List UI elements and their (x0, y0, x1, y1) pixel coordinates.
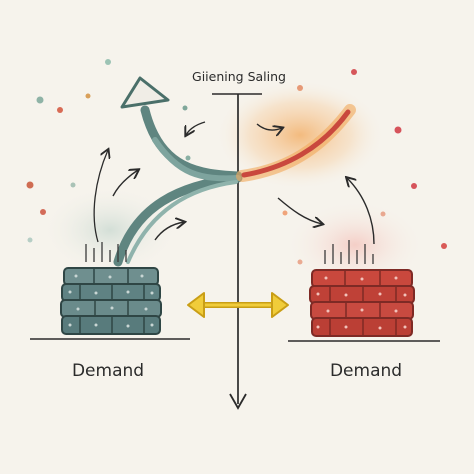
orange-streak-icon (236, 104, 356, 182)
orange-glow (215, 80, 385, 190)
ink-arrows (93, 121, 375, 245)
right-brick-stack-icon (288, 269, 440, 342)
double-headed-arrow-icon (187, 292, 289, 318)
left-hatch-marks (85, 242, 127, 262)
teal-glow (40, 185, 180, 275)
teal-curved-arrow-icon (113, 76, 243, 267)
left-brick-stack-icon (30, 267, 190, 340)
vertical-axis (212, 93, 262, 410)
right-hatch-marks (324, 240, 374, 264)
diagram-title: Giiening Saling (192, 69, 286, 84)
right-demand-label: Demand (330, 361, 402, 381)
left-demand-label: Demand (72, 361, 144, 381)
down-arrow-icon (229, 393, 247, 410)
